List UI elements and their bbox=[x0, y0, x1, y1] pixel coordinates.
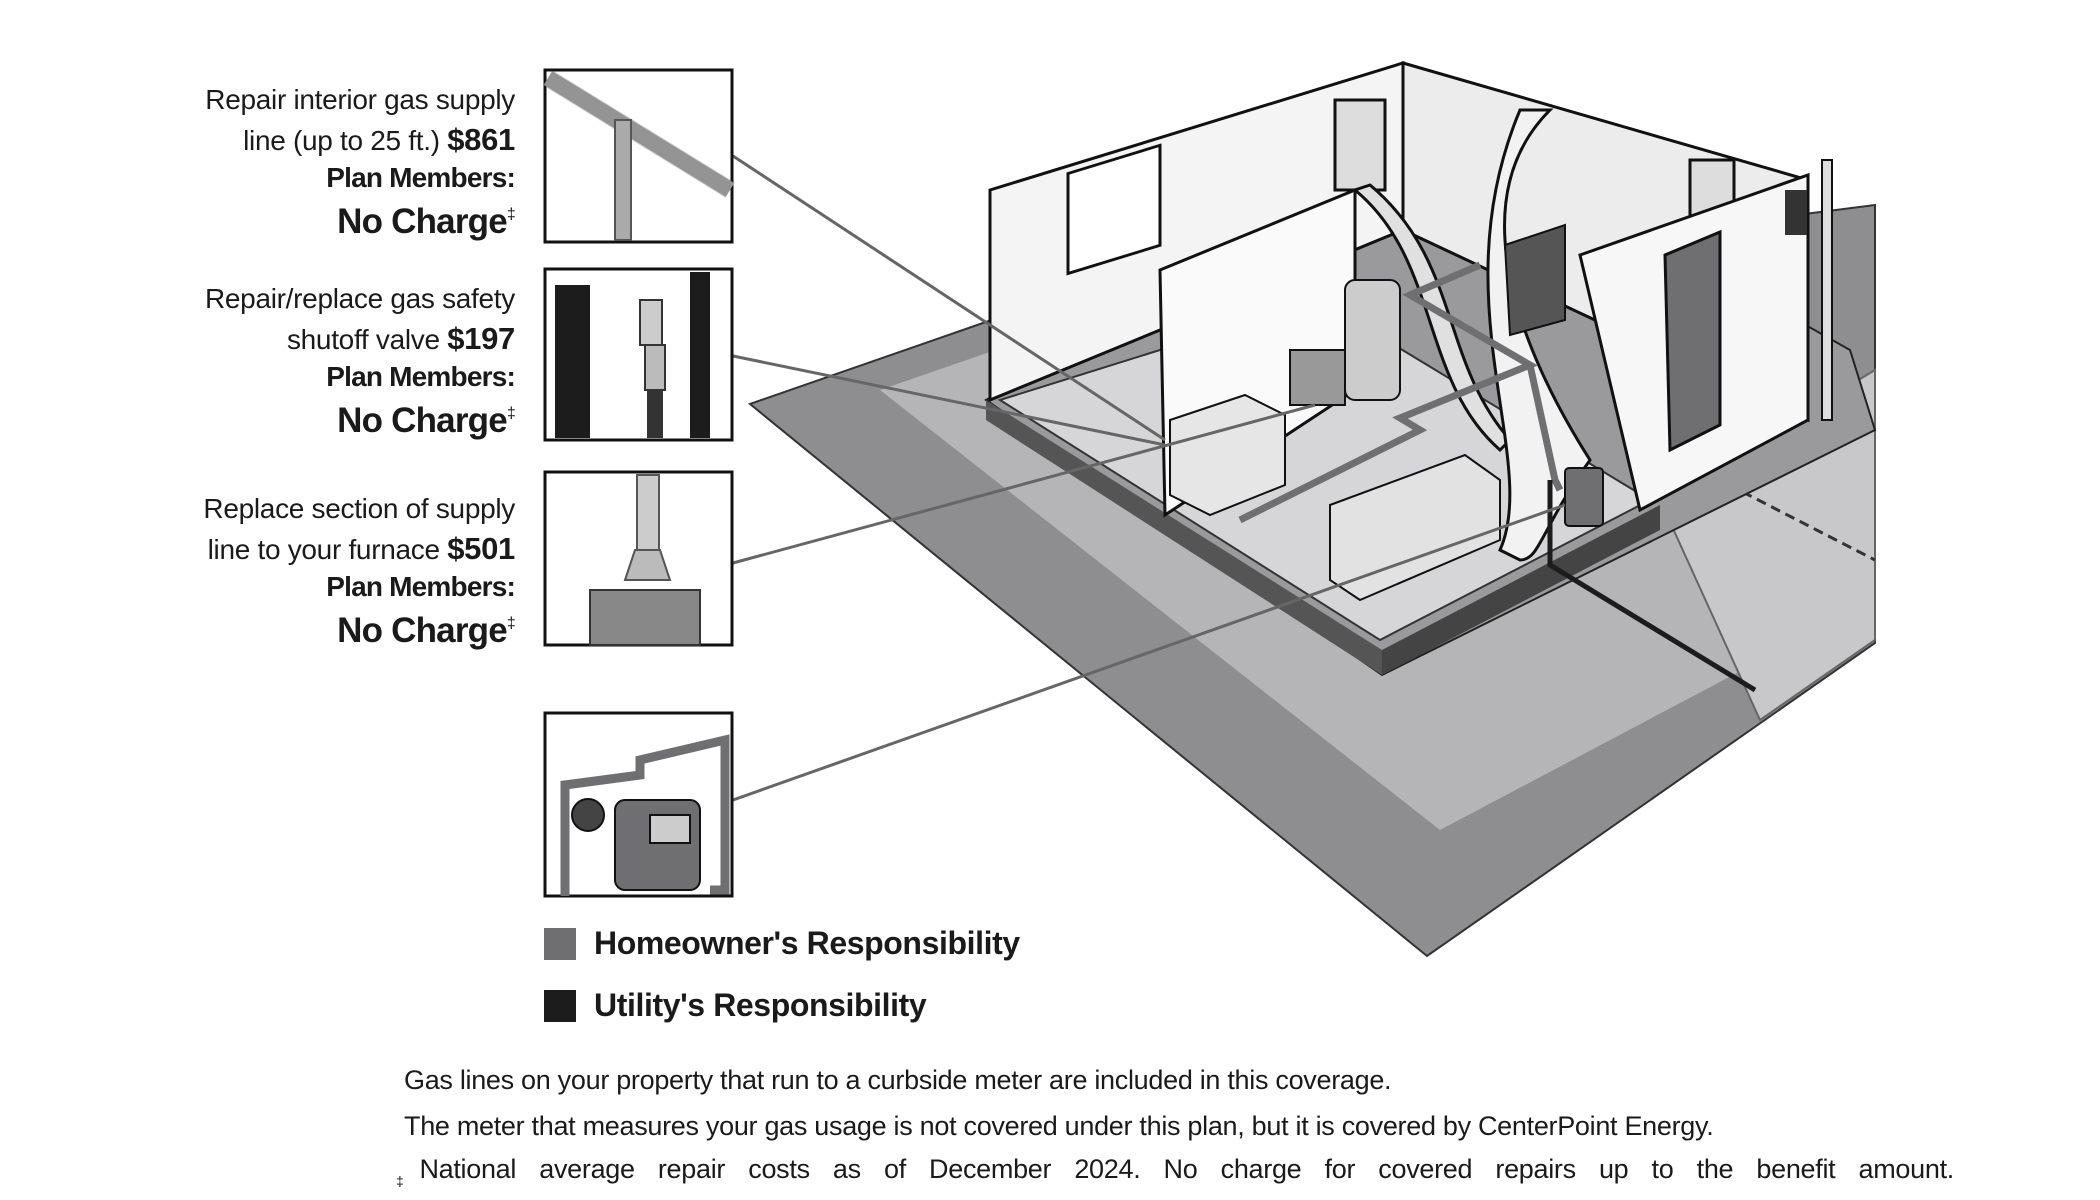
inset-interior-supply-line bbox=[543, 68, 735, 244]
callout-furnace-supply-line: Replace section of supply line to your f… bbox=[35, 489, 515, 651]
inset-furnace-supply-line bbox=[543, 470, 734, 647]
utility-gas-line bbox=[1547, 480, 1757, 693]
leader-line-3 bbox=[732, 403, 1316, 565]
gas-meter bbox=[1564, 467, 1604, 527]
furnace bbox=[1289, 349, 1346, 406]
homeowner-gas-line bbox=[1238, 261, 1538, 524]
fireplace bbox=[1503, 223, 1566, 337]
footnote-mark: ‡ bbox=[506, 405, 516, 422]
callout-description: Repair/replace gas safety bbox=[204, 283, 515, 314]
callout-price: $501 bbox=[447, 531, 515, 566]
callout-description: Repair interior gas supply bbox=[205, 84, 515, 115]
inset-shutoff-valve bbox=[543, 267, 734, 442]
callout-description: line (up to 25 ft.) bbox=[243, 125, 440, 156]
inset-gas-meter bbox=[543, 711, 734, 898]
leader-line-2 bbox=[732, 354, 1166, 447]
stove bbox=[1169, 393, 1286, 517]
footnote-mark: ‡ bbox=[506, 206, 516, 223]
footer-disclaimer: ‡National average repair costs as of Dec… bbox=[396, 1154, 1954, 1189]
legend-homeowner: Homeowner's Responsibility bbox=[544, 925, 1020, 962]
plan-members-value: No Charge bbox=[337, 202, 508, 241]
plan-members-label: Plan Members: bbox=[326, 571, 516, 602]
plan-members-label: Plan Members: bbox=[326, 162, 516, 193]
footnote-mark: ‡ bbox=[396, 1173, 420, 1189]
water-heater bbox=[1344, 279, 1401, 401]
leader-line-1 bbox=[732, 154, 1166, 442]
legend-label: Homeowner's Responsibility bbox=[594, 925, 1020, 961]
footer-note-meter: The meter that measures your gas usage i… bbox=[404, 1111, 1714, 1141]
front-door bbox=[1663, 229, 1722, 453]
callout-description: shutoff valve bbox=[286, 324, 440, 355]
callout-interior-supply-line: Repair interior gas supply line (up to 2… bbox=[35, 80, 516, 242]
legend-swatch-utility bbox=[544, 989, 576, 1022]
kitchen-counter bbox=[1329, 453, 1501, 602]
callout-price: $861 bbox=[447, 122, 515, 157]
leader-line-4 bbox=[732, 503, 1566, 802]
legend-utility: Utility's Responsibility bbox=[544, 987, 927, 1024]
plan-members-value: No Charge bbox=[337, 401, 508, 440]
plan-members-label: Plan Members: bbox=[326, 361, 516, 392]
footer-disclaimer-text: National average repair costs as of Dece… bbox=[419, 1154, 1954, 1184]
legend-swatch-homeowner bbox=[544, 927, 576, 960]
callout-description: Replace section of supply bbox=[203, 493, 515, 524]
callout-price: $197 bbox=[447, 321, 515, 356]
plan-members-value: No Charge bbox=[337, 611, 508, 650]
callout-description: line to your furnace bbox=[207, 534, 440, 565]
callout-shutoff-valve: Repair/replace gas safety shutoff valve … bbox=[35, 279, 516, 441]
footer-note-curbside: Gas lines on your property that run to a… bbox=[404, 1065, 1392, 1095]
footnote-mark: ‡ bbox=[506, 615, 516, 632]
legend-label: Utility's Responsibility bbox=[594, 987, 927, 1023]
